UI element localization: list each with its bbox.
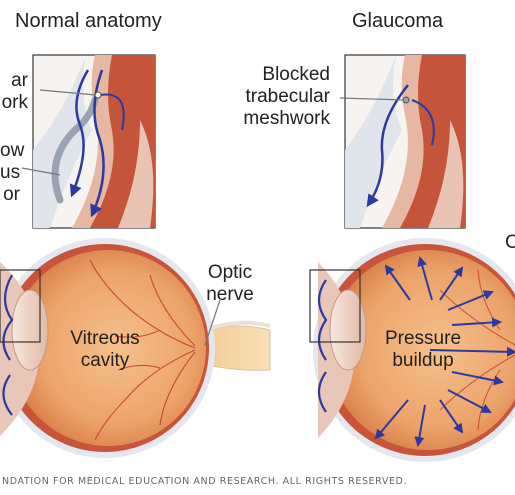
trabecular-meshwork-label-line1: ar [11, 70, 28, 91]
vitreous-cavity-label-line1: Vitreous [70, 328, 140, 349]
blocked-meshwork-label-line1: Blocked [262, 64, 330, 85]
optic-nerve-label-line1: Optic [207, 262, 253, 283]
pressure-arrows [374, 256, 515, 447]
blocked-meshwork-label-line3: meshwork [243, 108, 330, 129]
glaucoma-detail-inset [339, 54, 466, 229]
glaucoma-eye [309, 238, 515, 462]
copyright-footer: NDATION FOR MEDICAL EDUCATION AND RESEAR… [2, 476, 408, 487]
normal-anatomy-title: Normal anatomy [15, 10, 162, 32]
glaucoma-title: Glaucoma [352, 10, 444, 32]
normal-detail-inset [21, 54, 156, 229]
vitreous-cavity-label-line2: cavity [80, 350, 130, 371]
aqueous-flow-label-line3: or [3, 184, 20, 205]
trabecular-meshwork-label-line2: ork [1, 92, 28, 113]
edge-label-fragment: C [505, 232, 515, 253]
blocked-meshwork-label-line2: trabecular [245, 86, 331, 107]
aqueous-flow-label-line1: ow [0, 140, 25, 161]
pressure-buildup-label-line2: buildup [392, 350, 454, 371]
optic-nerve-label-line2: nerve [206, 284, 254, 305]
normal-eye [0, 238, 271, 458]
aqueous-flow-label-line2: us [0, 162, 21, 183]
pressure-buildup-label-line1: Pressure [384, 328, 462, 349]
